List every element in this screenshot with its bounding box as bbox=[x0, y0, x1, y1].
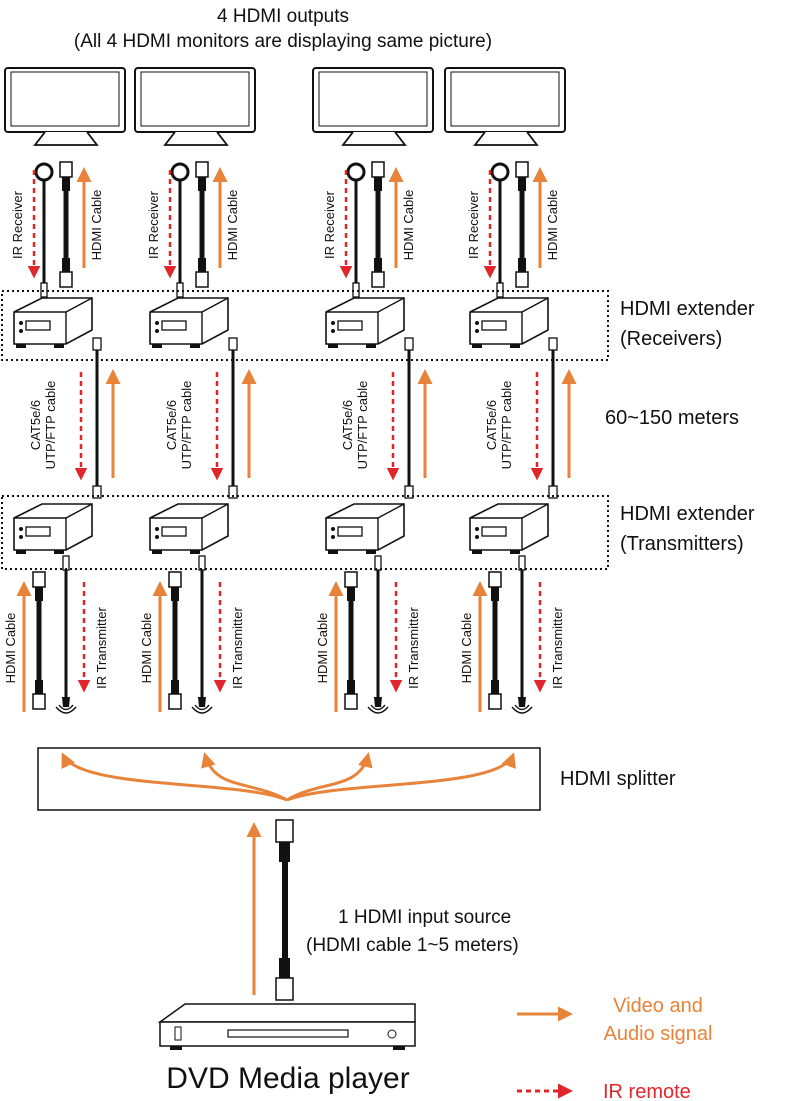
receivers-label-line1: HDMI extender bbox=[620, 298, 755, 320]
ir-receiver-icon bbox=[490, 162, 510, 182]
ir-receiver-icon bbox=[346, 162, 366, 182]
hdmi-plug-icon bbox=[344, 571, 358, 588]
legend-video-line1: Video and bbox=[613, 995, 703, 1017]
hdmi-transmitter-device bbox=[469, 503, 549, 551]
ir-receiver-label: IR Receiver bbox=[10, 190, 25, 259]
rj45-plug-icon bbox=[92, 485, 102, 499]
cat-label-line2: UTP/FTP cable bbox=[355, 381, 370, 470]
hdmi-cable-label: HDMI Cable bbox=[401, 190, 416, 261]
hdmi-plug-icon bbox=[59, 161, 73, 178]
cat-label-line1: CAT5e/6 bbox=[28, 400, 43, 450]
source-label-line1: 1 HDMI input source bbox=[338, 907, 511, 928]
hdmi-plug-icon bbox=[515, 271, 529, 288]
hdmi-plug-icon bbox=[275, 977, 294, 1001]
title-line1: 4 HDMI outputs bbox=[217, 6, 349, 27]
ir-transmitter-icon bbox=[198, 697, 206, 707]
hdmi-cable-label: HDMI Cable bbox=[89, 190, 104, 261]
receivers-group-box bbox=[1, 290, 609, 361]
rj45-plug-icon bbox=[548, 337, 558, 351]
ir-transmitter-label: IR Transmitter bbox=[230, 607, 245, 689]
cat-label-line1: CAT5e/6 bbox=[484, 400, 499, 450]
hdmi-receiver-device bbox=[13, 297, 93, 345]
cat-label-line2: UTP/FTP cable bbox=[43, 381, 58, 470]
ir-receiver-icon bbox=[170, 162, 190, 182]
cat-label-line1: CAT5e/6 bbox=[340, 400, 355, 450]
transmitters-label-line2: (Transmitters) bbox=[620, 533, 744, 555]
hdmi-plug-icon bbox=[168, 693, 182, 710]
splitter-fanout-arrows bbox=[61, 752, 516, 802]
ir-receiver-label: IR Receiver bbox=[146, 190, 161, 259]
rj45-plug-icon bbox=[404, 337, 414, 351]
source-label-line2: (HDMI cable 1~5 meters) bbox=[306, 935, 519, 956]
hdmi-cable-label: HDMI Cable bbox=[225, 190, 240, 261]
hdmi-receiver-device bbox=[325, 297, 405, 345]
ir-transmitter-label: IR Transmitter bbox=[94, 607, 109, 689]
hdmi-plug-icon bbox=[488, 693, 502, 710]
ir-transmitter-label: IR Transmitter bbox=[406, 607, 421, 689]
cat-label-line1: CAT5e/6 bbox=[164, 400, 179, 450]
transmitters-group-box bbox=[1, 495, 609, 570]
hdmi-receiver-device bbox=[149, 297, 229, 345]
title-line2: (All 4 HDMI monitors are displaying same… bbox=[74, 31, 492, 52]
ir-transmitter-label: IR Transmitter bbox=[550, 607, 565, 689]
hdmi-cable-label: HDMI Cable bbox=[3, 613, 18, 684]
rj45-plug-icon bbox=[548, 485, 558, 499]
rj45-plug-icon bbox=[228, 337, 238, 351]
hdmi-plug-icon bbox=[59, 271, 73, 288]
hdmi-cable-label: HDMI Cable bbox=[315, 613, 330, 684]
receivers-label-line2: (Receivers) bbox=[620, 328, 722, 350]
hdmi-transmitter-device bbox=[13, 503, 93, 551]
hdmi-plug-icon bbox=[168, 571, 182, 588]
hdmi-plug-icon bbox=[32, 571, 46, 588]
hdmi-plug-icon bbox=[515, 161, 529, 178]
legend-ir-label: IR remote bbox=[603, 1081, 691, 1101]
hdmi-plug-icon bbox=[195, 161, 209, 178]
ir-transmitter-icon bbox=[374, 697, 382, 707]
hdmi-plug-icon bbox=[32, 693, 46, 710]
input-hdmi-cable bbox=[275, 819, 294, 1001]
hdmi-receiver-device bbox=[469, 297, 549, 345]
player-label: DVD Media player bbox=[166, 1062, 409, 1095]
transmitters-label-line1: HDMI extender bbox=[620, 503, 755, 525]
rj45-plug-icon bbox=[92, 337, 102, 351]
hdmi-cable-label: HDMI Cable bbox=[139, 613, 154, 684]
hdmi-cable-label: HDMI Cable bbox=[545, 190, 560, 261]
hdmi-plug-icon bbox=[371, 161, 385, 178]
ir-receiver-label: IR Receiver bbox=[466, 190, 481, 259]
cat-label-line2: UTP/FTP cable bbox=[499, 381, 514, 470]
hdmi-plug-icon bbox=[195, 271, 209, 288]
hdmi-plug-icon bbox=[344, 693, 358, 710]
hdmi-plug-icon bbox=[275, 819, 294, 843]
ir-receiver-label: IR Receiver bbox=[322, 190, 337, 259]
cat-label-line2: UTP/FTP cable bbox=[179, 381, 194, 470]
ir-transmitter-icon bbox=[518, 697, 526, 707]
hdmi-cable-label: HDMI Cable bbox=[459, 613, 474, 684]
hdmi-plug-icon bbox=[488, 571, 502, 588]
rj45-plug-icon bbox=[404, 485, 414, 499]
hdmi-transmitter-device bbox=[149, 503, 229, 551]
ir-receiver-icon bbox=[34, 162, 54, 182]
splitter-label: HDMI splitter bbox=[560, 768, 676, 790]
rj45-plug-icon bbox=[228, 485, 238, 499]
distance-label: 60~150 meters bbox=[605, 407, 739, 429]
hdmi-transmitter-device bbox=[325, 503, 405, 551]
hdmi-plug-icon bbox=[371, 271, 385, 288]
dvd-player-icon bbox=[157, 1003, 416, 1050]
legend-video-line2: Audio signal bbox=[604, 1023, 713, 1045]
ir-transmitter-icon bbox=[62, 697, 70, 707]
